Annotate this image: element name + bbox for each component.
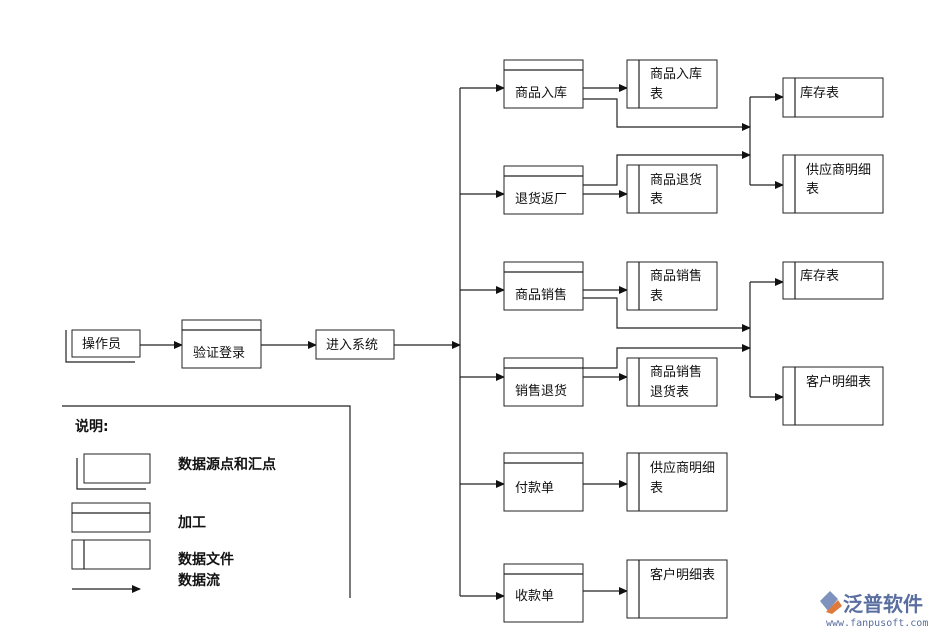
file-line-2: 退货表 xyxy=(650,384,689,400)
flow-lines xyxy=(140,84,784,600)
sales-return-label: 销售退货 xyxy=(515,383,567,399)
process-return-factory: 退货返厂 xyxy=(503,165,584,215)
brand-name: 泛普软件 xyxy=(843,592,923,616)
file-line-1: 商品销售 xyxy=(650,364,702,380)
file-inventory-2: 库存表 xyxy=(782,261,884,300)
watermark: 泛普软件 www.fanpusoft.com xyxy=(820,591,928,629)
goods-sales-label: 商品销售 xyxy=(515,287,567,303)
file-line-1: 客户明细表 xyxy=(806,374,871,390)
legend-source-sink-label: 数据源点和汇点 xyxy=(178,456,276,473)
verify-login-label: 验证登录 xyxy=(193,345,245,361)
flow-sales-to-junction xyxy=(583,297,751,332)
operator-label: 操作员 xyxy=(82,336,121,352)
process-verify-login: 验证登录 xyxy=(181,319,262,369)
file-line-2: 表 xyxy=(650,87,663,102)
legend-process-label: 加工 xyxy=(177,515,206,531)
legend-data-file-label: 数据文件 xyxy=(178,551,234,568)
file-goods-in-table: 商品入库 表 xyxy=(626,59,718,109)
legend-source-box xyxy=(83,453,151,484)
process-payment: 付款单 xyxy=(503,452,584,512)
file-sales-return-table: 商品销售 退货表 xyxy=(626,357,718,407)
flow-goods-in-to-junction xyxy=(583,98,751,131)
file-box xyxy=(626,59,718,109)
file-line-2: 表 xyxy=(650,192,663,207)
payment-label: 付款单 xyxy=(515,481,554,496)
brand-logo-icon xyxy=(820,591,842,614)
process-box xyxy=(503,357,584,407)
file-line-1: 商品退货 xyxy=(650,172,702,188)
file-line-1: 供应商明细 xyxy=(806,162,871,178)
file-supplier-detail-1: 供应商明细 表 xyxy=(782,154,884,214)
process-box xyxy=(181,319,262,369)
file-box xyxy=(626,357,718,407)
process-sales-return: 销售退货 xyxy=(503,357,584,407)
process-goods-sales: 商品销售 xyxy=(503,261,584,311)
legend-title: 说明: xyxy=(75,418,109,435)
legend-process-box xyxy=(71,502,151,533)
file-box xyxy=(782,261,884,300)
goods-in-label: 商品入库 xyxy=(515,85,567,101)
file-customer-detail-2: 客户明细表 xyxy=(626,559,728,619)
file-line-2: 表 xyxy=(806,182,819,197)
enter-system-label: 进入系统 xyxy=(326,338,378,353)
file-box xyxy=(626,261,718,311)
process-box xyxy=(503,261,584,311)
operator-source: 操作员 xyxy=(65,329,141,363)
file-goods-return-table: 商品退货 表 xyxy=(626,164,718,214)
flow-return-to-junction xyxy=(583,151,751,186)
file-line-2: 表 xyxy=(650,481,663,496)
operator-box xyxy=(71,329,141,358)
legend-data-flow-label: 数据流 xyxy=(178,572,220,589)
file-inventory-1: 库存表 xyxy=(782,77,884,118)
file-line-1: 库存表 xyxy=(800,85,839,101)
file-customer-detail-1: 客户明细表 xyxy=(782,366,884,426)
file-box xyxy=(626,559,728,619)
return-factory-label: 退货返厂 xyxy=(515,191,567,207)
process-box xyxy=(503,59,584,109)
file-supplier-detail-2: 供应商明细 表 xyxy=(626,452,728,512)
receipt-label: 收款单 xyxy=(515,589,554,604)
file-box xyxy=(626,164,718,214)
legend-source-shadow xyxy=(76,458,146,490)
process-receipt: 收款单 xyxy=(503,563,584,623)
file-line-1: 商品销售 xyxy=(650,268,702,284)
file-line-2: 表 xyxy=(650,289,663,304)
flow-sales-return-to-junction xyxy=(583,344,751,369)
process-enter-system: 进入系统 xyxy=(315,329,395,360)
legend-border xyxy=(62,405,351,598)
file-line-1: 库存表 xyxy=(800,268,839,284)
file-box xyxy=(782,366,884,426)
legend: 说明: 数据源点和汇点 加工 数据文件 数据流 xyxy=(62,405,351,598)
file-line-1: 客户明细表 xyxy=(650,567,715,583)
operator-shadow xyxy=(65,330,135,363)
file-line-1: 商品入库 xyxy=(650,66,702,82)
file-goods-sales-table: 商品销售 表 xyxy=(626,261,718,311)
file-line-1: 供应商明细 xyxy=(650,460,715,476)
file-box xyxy=(782,154,884,214)
file-box xyxy=(782,77,884,118)
file-box xyxy=(626,452,728,512)
process-box xyxy=(315,329,395,360)
process-box xyxy=(503,165,584,215)
process-goods-in: 商品入库 xyxy=(503,59,584,109)
brand-url: www.fanpusoft.com xyxy=(826,618,928,629)
legend-file-box xyxy=(71,539,151,570)
